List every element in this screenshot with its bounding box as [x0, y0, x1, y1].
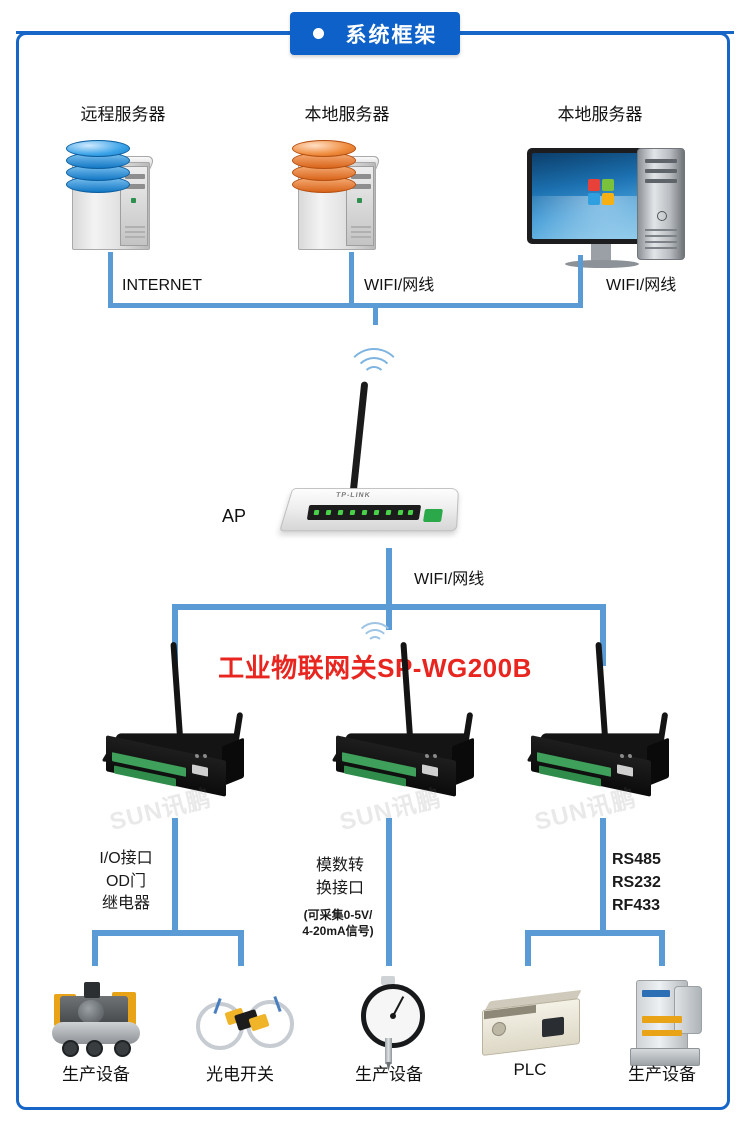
windows-logo-icon — [588, 178, 616, 207]
device-label: 生产设备 — [355, 1065, 423, 1084]
photoelectric-switch-icon — [196, 995, 294, 1050]
top-bus-line — [108, 303, 583, 308]
gateway-io-downlink — [172, 818, 178, 930]
dial-indicator-icon — [345, 976, 431, 1072]
interface-line: RS485 — [612, 851, 661, 868]
industrial-gateway-icon — [330, 641, 490, 810]
serial-branch-right-drop — [659, 930, 665, 966]
interface-line: 换接口 — [315, 879, 364, 897]
device-label: 生产设备 — [62, 1065, 130, 1084]
gateway-serial-downlink — [600, 818, 606, 930]
industrial-gateway-icon — [525, 641, 685, 810]
gateway-analog-downlink — [386, 818, 392, 966]
page-title: 系统框架 — [345, 23, 438, 47]
remote-server-icon — [62, 138, 158, 250]
gateway-io-interface-label: I/O接口 OD门 继电器 — [86, 848, 166, 916]
wireless-router-icon: TP-LINK — [279, 355, 466, 532]
gateway-analog-interface-label: 模数转 换接口 — [300, 855, 380, 900]
serial-branch-bar — [525, 930, 665, 936]
interface-line: 模数转 — [315, 857, 364, 874]
interface-line: RF433 — [612, 897, 661, 915]
serial-branch-left-drop — [525, 930, 531, 966]
remote-server-title: 远程服务器 — [80, 105, 166, 124]
branch-drop-mid — [386, 604, 392, 630]
ap-label: AP — [222, 506, 247, 526]
local-server-1-icon — [288, 138, 384, 250]
device-label: PLC — [513, 1060, 547, 1079]
local-server-1-title: 本地服务器 — [304, 105, 390, 124]
branch-drop-right — [600, 604, 606, 666]
air-compressor-icon — [50, 976, 146, 1060]
link-label-wifi-1: WIFI/网线 — [364, 277, 435, 294]
interface-line: RS232 — [612, 874, 661, 892]
device-label: 生产设备 — [628, 1065, 696, 1084]
io-branch-bar — [92, 930, 244, 936]
link-local-server-2 — [578, 255, 583, 307]
gateway-product-title: 工业物联网关SP-WG200B — [218, 653, 532, 683]
ap-downlink-label: WIFI/网线 — [414, 571, 485, 588]
ap-brand-label: TP-LINK — [335, 492, 372, 499]
punch-press-icon — [622, 976, 710, 1066]
industrial-gateway-icon — [100, 641, 260, 810]
header-badge: 系统框架 — [290, 12, 460, 55]
link-remote-server — [108, 252, 113, 307]
gateway-analog-note: (可采集0-5V/ 4-20mA信号) — [302, 908, 374, 938]
link-label-wifi-2: WIFI/网线 — [606, 277, 677, 294]
wifi-signal-icon — [338, 348, 410, 378]
io-branch-right-drop — [238, 930, 244, 966]
branch-drop-left — [172, 604, 178, 666]
io-branch-left-drop — [92, 930, 98, 966]
pc-tower-icon — [637, 148, 685, 260]
interface-line: 继电器 — [101, 895, 150, 913]
ap-downlink-line — [386, 548, 392, 606]
bus-to-ap-line — [373, 303, 378, 325]
link-local-server-1 — [349, 252, 354, 307]
gateway-wifi-icon — [355, 622, 395, 644]
link-label-internet: INTERNET — [122, 277, 202, 294]
gateway-serial-interface-label: RS485 RS232 RF433 — [612, 848, 692, 918]
bullet-dot-icon — [312, 28, 324, 39]
interface-line: OD门 — [105, 872, 146, 890]
plc-module-icon — [478, 986, 586, 1057]
device-label: 光电开关 — [206, 1065, 274, 1084]
interface-line: I/O接口 — [99, 850, 153, 867]
local-server-2-title: 本地服务器 — [557, 105, 643, 124]
